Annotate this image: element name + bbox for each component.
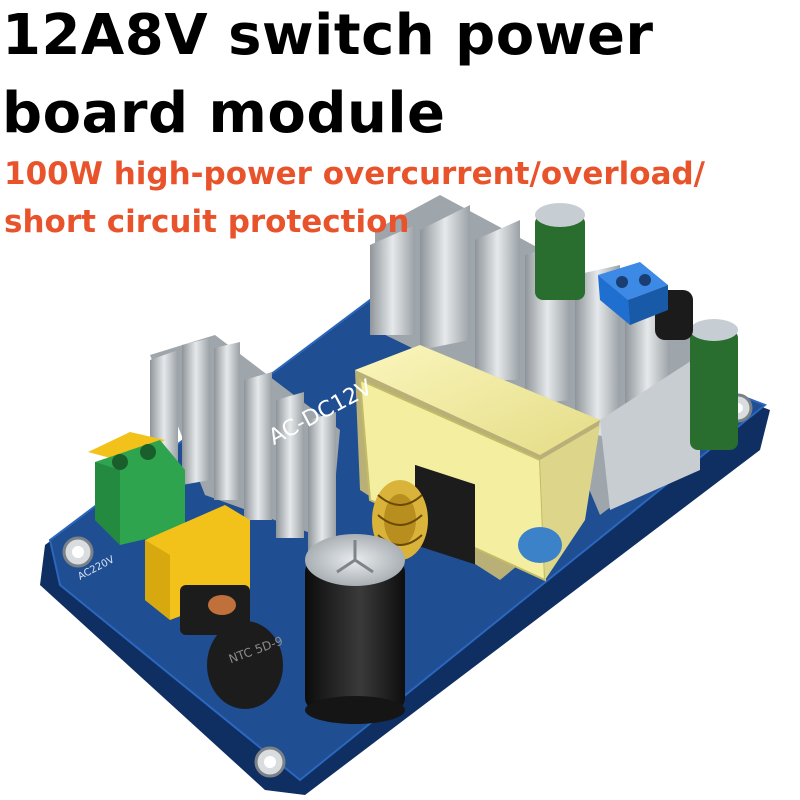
output-terminal — [598, 262, 668, 325]
main-capacitor — [305, 534, 405, 724]
subline-line-1: 100W high-power overcurrent/overload/ — [4, 156, 705, 192]
headline-line-2: board module — [2, 81, 446, 146]
heatsink-right — [370, 195, 710, 515]
headline-line-1: 12A8V switch power — [2, 3, 654, 68]
output-capacitors — [535, 203, 738, 450]
filter-inductor — [180, 585, 250, 635]
input-terminal — [88, 432, 185, 545]
transformer — [355, 345, 600, 582]
y-capacitor — [518, 527, 562, 563]
ntc-thermistor: NTC 5D-9 — [207, 621, 285, 709]
subline-line-2: short circuit protection — [4, 204, 410, 240]
heatsink-left — [150, 335, 340, 552]
